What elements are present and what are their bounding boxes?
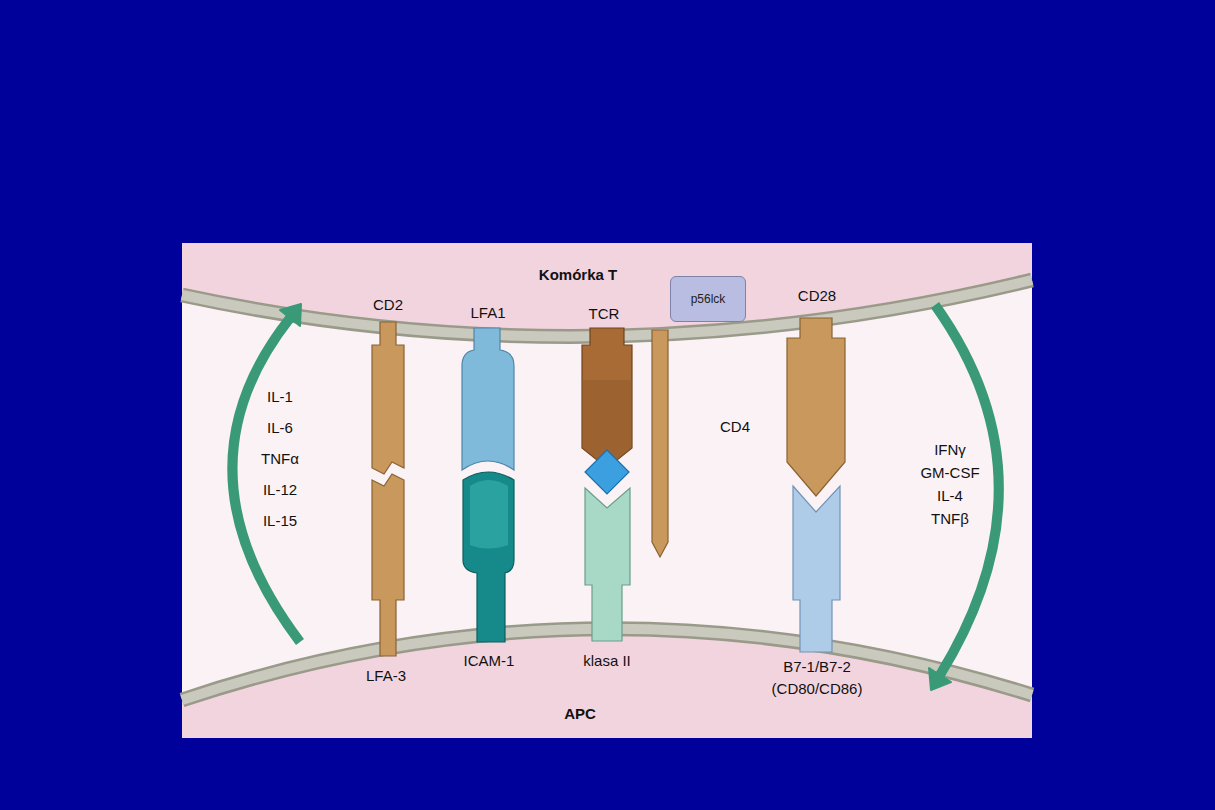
cd28-molecule xyxy=(787,318,845,496)
molecule-label: LFA-3 xyxy=(366,667,406,685)
molecule-label: CD2 xyxy=(373,296,403,314)
molecule-label: IL-4 xyxy=(937,487,963,505)
tcr-molecule xyxy=(582,328,632,468)
molecule-label: TCR xyxy=(589,305,620,323)
lfa3-molecule xyxy=(372,474,404,656)
kinase-box: p56lck xyxy=(670,276,746,322)
molecule-label: IL-6 xyxy=(267,419,293,437)
molecule-label: ICAM-1 xyxy=(464,652,515,670)
molecule-label: (CD80/CD86) xyxy=(772,680,863,698)
molecule-label: CD4 xyxy=(720,418,750,436)
cd4-molecule xyxy=(652,330,668,557)
molecule-label: IL-1 xyxy=(267,388,293,406)
panel-ground xyxy=(182,243,1032,738)
molecule-label: LFA1 xyxy=(470,304,505,322)
cd2-molecule xyxy=(372,322,404,474)
synapse-cleft xyxy=(182,280,1032,700)
molecule-label: IL-15 xyxy=(263,512,297,530)
molecule-label: APC xyxy=(564,705,596,723)
molecule-label: IL-12 xyxy=(263,481,297,499)
kinase-label: p56lck xyxy=(691,292,726,306)
icam1-molecule xyxy=(463,472,514,642)
molecule-label: IFNγ xyxy=(934,441,966,459)
molecule-label: TNFβ xyxy=(931,510,969,528)
molecule-label: CD28 xyxy=(798,287,836,305)
lfa1-molecule xyxy=(462,328,514,470)
molecule-label: TNFα xyxy=(261,450,299,468)
b7-molecule xyxy=(793,486,840,652)
arrow-head xyxy=(280,304,301,326)
icam1-domain xyxy=(470,480,508,549)
molecule-label: Komórka T xyxy=(539,266,617,284)
cytokine-arrow xyxy=(935,305,999,675)
molecule-label: klasa II xyxy=(583,652,631,670)
antigen-peptide xyxy=(585,450,629,494)
molecule-label: B7-1/B7-2 xyxy=(783,658,851,676)
mhc-class-ii-molecule xyxy=(585,488,630,641)
cytokine-arrow xyxy=(232,318,300,642)
molecule-label: GM-CSF xyxy=(920,464,979,482)
arrow-head xyxy=(929,668,951,690)
